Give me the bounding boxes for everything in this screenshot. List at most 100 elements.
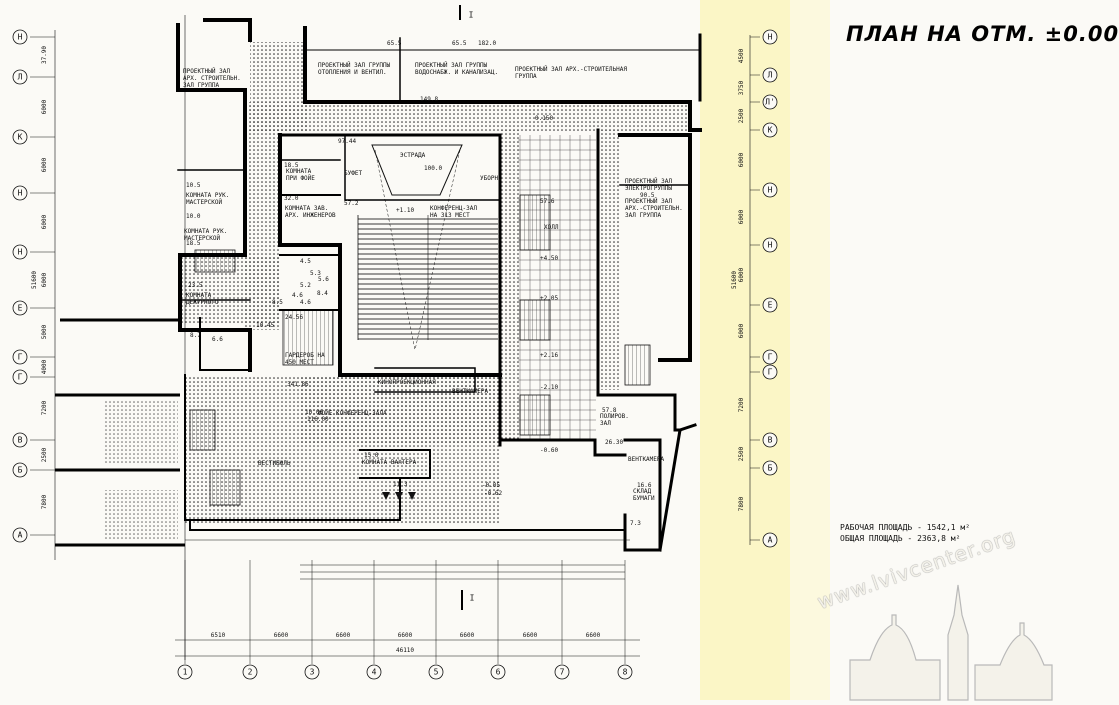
dimension-label: 2500 [738,108,745,123]
axis-right-bubble [762,237,778,253]
axis-right-bubble [762,460,778,476]
area-number: 90.5 [640,192,655,199]
area-number: +2.05 [540,295,559,302]
area-number: 4.6 [300,299,311,306]
area-number: 57.2 [344,200,359,207]
dimension-label: 6000 [41,272,48,287]
axis-bottom-bubble [177,664,193,680]
axis-right-bubble [762,94,778,110]
axis-right: Б [768,464,773,473]
room-label: ХОЛЛ [544,224,559,231]
hall-tiles [518,135,596,440]
axis-left-bubble [12,185,28,201]
dimension-label: 6000 [738,209,745,224]
axis-right-bubble [762,297,778,313]
room-label: ВЕСТИБЮЛЬ [258,460,291,467]
area-number: -0.05 [482,482,501,489]
section-mark-bottom: I [470,594,475,603]
dimension-label: 2500 [41,447,48,462]
axis-left-bubble [12,244,28,260]
axis-right-bubble [762,67,778,83]
axis-bottom: 7 [560,668,565,677]
dimension-label: 7800 [41,494,48,509]
room-label: КОМНАТА РУК. МАСТЕРСКОЙ [184,228,228,242]
area-number: +2.16 [540,352,559,359]
axis-right: В [768,436,773,445]
axis-bottom: 3 [310,668,315,677]
axis-right: Г [768,353,773,362]
paper-highlight [790,0,830,700]
axis-left-bubble [12,129,28,145]
area-number: 8.5 [272,299,283,306]
room-label: КОНФЕРЕНЦ-ЗАЛ НА 313 МЕСТ [430,205,477,219]
room-label: КОМНАТА ПРИ ФОЙЕ [286,168,315,182]
axis-bottom-bubble [617,664,633,680]
dimension-label: 51600 [31,271,38,289]
area-number: 7.3 [630,520,641,527]
room-label: КОМНАТА РУК. МАСТЕРСКОЙ [186,192,230,206]
axis-bottom-bubble [428,664,444,680]
room-label: ПРОЕКТНЫЙ ЗАЛ АРХ.-СТРОИТЕЛЬНАЯ ГРУППА [515,66,627,80]
room-label: СКЛАД БУМАГИ [633,488,655,502]
area-number: 65.5 [452,40,467,47]
axis-left: К [18,133,23,142]
room-label: ГАРДЕРОБ НА 450 МЕСТ [285,352,325,366]
axis-left: Г [18,353,23,362]
axis-right: Л [768,71,773,80]
room-label: ПРОЕКТНЫЙ ЗАЛ ГРУППЫ ВОДОСНАБЖ. И КАНАЛИ… [415,62,499,76]
dimension-label: 4500 [738,48,745,63]
area-number: 8.4 [317,290,328,297]
area-number: -0.60 [540,447,559,454]
axis-right: А [768,536,773,545]
area-number: 8.7 [190,332,201,339]
dimension-label: 6600 [398,632,413,639]
axis-bottom-bubble [304,664,320,680]
axis-left-bubble [12,29,28,45]
axis-left-bubble [12,300,28,316]
area-number: 5.6 [318,276,329,283]
axis-bottom-bubble [554,664,570,680]
dimension-label: 6000 [738,267,745,282]
dimension-label: 6000 [738,152,745,167]
axis-left-bubble [12,527,28,543]
area-number: +4.50 [540,255,559,262]
area-number: 57.8 [602,407,617,414]
axis-left-bubble [12,349,28,365]
dimension-label: 3750 [738,80,745,95]
area-number: 4.5 [300,258,311,265]
area-number: 24.56 [285,314,304,321]
axis-left: Н [18,189,23,198]
dimension-label: 37.90 [41,46,48,64]
dimension-label: 7200 [41,400,48,415]
annex-fill [103,400,178,540]
room-label: ВЕНТКАМЕРА [628,456,665,463]
room-label: ПРОЕКТНЫЙ ЗАЛ ГРУППЫ ОТОПЛЕНИЯ И ВЕНТИЛ. [318,62,391,76]
axis-left-bubble [12,432,28,448]
area-number: 18.5 [284,162,299,169]
annex-walls [55,318,185,547]
area-number: 10.06 [305,409,324,416]
axis-bottom-bubble [366,664,382,680]
entrance-steps [185,539,630,580]
area-number: 10.5 [186,182,201,189]
axis-right-bubble [762,29,778,45]
dimension-label: 4000 [41,359,48,374]
axis-left-bubble [12,369,28,385]
room-label: КОМНАТА ЗАВ. АРХ. ИНЖЕНЕРОВ [285,205,336,219]
dimension-label: 6600 [586,632,601,639]
room-label: КОМНАТА ДЕЖУРНОГО [186,292,219,306]
area-number: 32.0 [284,195,299,202]
axis-right: Н [768,241,773,250]
axis-bottom: 4 [372,668,377,677]
axis-left: Н [18,33,23,42]
area-number: 5.3 [310,270,321,277]
walls [176,18,702,552]
area-number: 65.5 [387,40,402,47]
area-number: 16.6 [637,482,652,489]
room-label: ВЕНТКАМЕРА [452,388,489,395]
area-number: 15.0 [364,452,379,459]
area-number: 149.8 [420,96,439,103]
dimension-label: 5000 [41,324,48,339]
axis-bottom: 2 [248,668,253,677]
stairs [189,194,651,506]
